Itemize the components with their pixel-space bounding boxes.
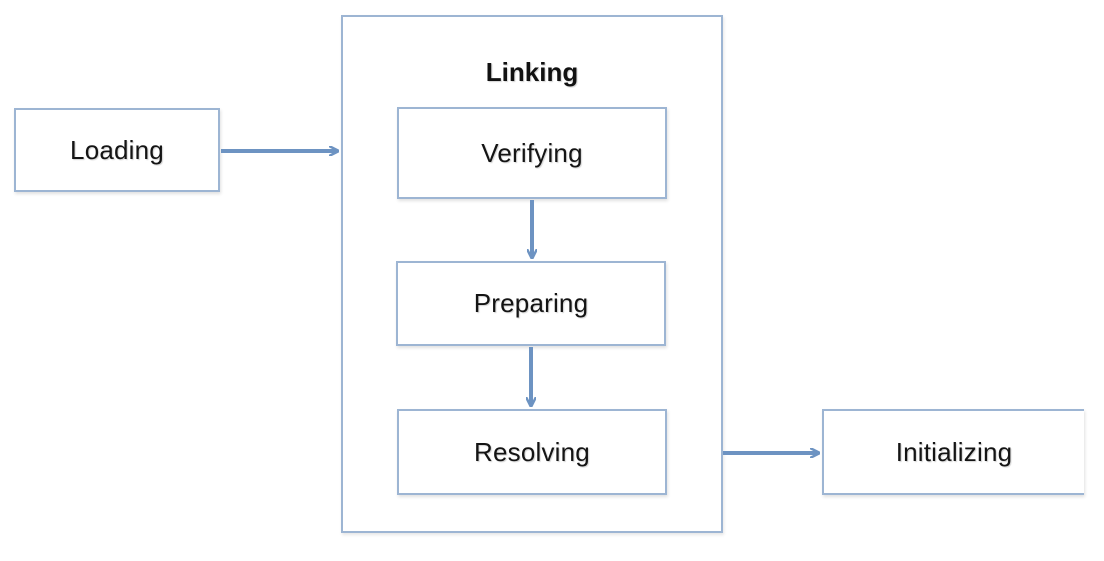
initializing-box: Initializing <box>822 409 1084 495</box>
resolving-box: Resolving <box>397 409 667 495</box>
loading-label: Loading <box>70 134 164 165</box>
initializing-label: Initializing <box>895 436 1013 467</box>
preparing-box: Preparing <box>396 261 666 346</box>
preparing-label: Preparing <box>473 288 589 318</box>
linking-title: Linking <box>485 57 579 87</box>
verifying-label: Verifying <box>481 137 583 168</box>
verifying-box: Verifying <box>397 107 667 199</box>
resolving-label: Resolving <box>474 436 590 467</box>
loading-box: Loading <box>14 108 220 192</box>
linking-group: Linking <box>341 15 723 533</box>
